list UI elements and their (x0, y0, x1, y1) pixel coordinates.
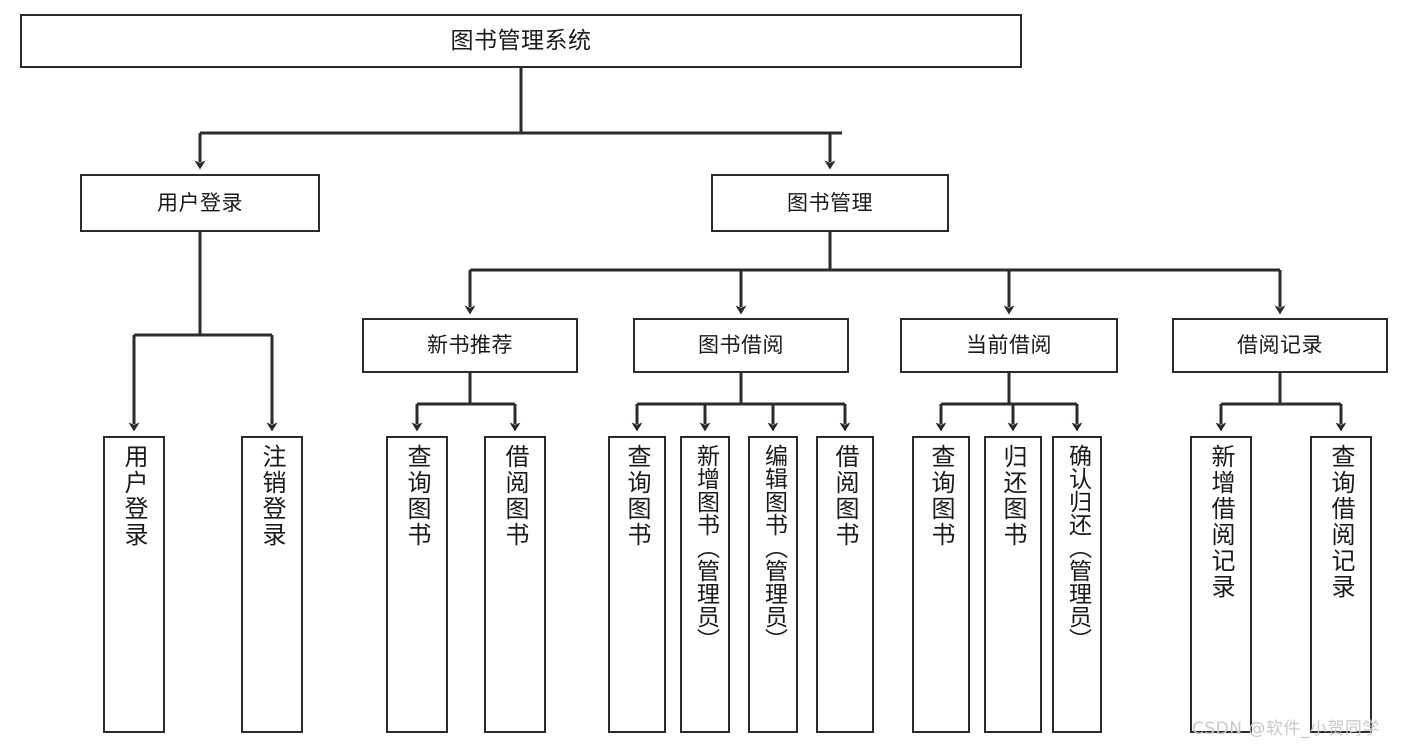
node-book-manage-label: 图书管理 (787, 190, 873, 215)
node-leaf-query-book-cur-label: 查询图书 (927, 444, 955, 548)
node-leaf-return-book-label: 归还图书 (999, 444, 1027, 548)
node-book-borrow-label: 图书借阅 (698, 333, 784, 358)
node-current-borrow[interactable]: 当前借阅 (900, 318, 1118, 373)
node-leaf-return-book[interactable]: 归还图书 (984, 436, 1042, 733)
node-leaf-borrow-book[interactable]: 借阅图书 (816, 436, 874, 733)
node-leaf-query-record[interactable]: 查询借阅记录 (1310, 436, 1372, 733)
node-leaf-query-book-borrow-label: 查询图书 (623, 444, 651, 548)
node-leaf-query-book-rec[interactable]: 查询图书 (386, 436, 448, 733)
node-leaf-query-book-borrow[interactable]: 查询图书 (608, 436, 666, 733)
node-leaf-query-record-label: 查询借阅记录 (1327, 444, 1355, 600)
node-leaf-edit-book[interactable]: 编辑图书（管理员） (748, 436, 798, 733)
node-leaf-query-book-cur[interactable]: 查询图书 (912, 436, 970, 733)
node-leaf-add-record[interactable]: 新增借阅记录 (1190, 436, 1252, 733)
node-leaf-add-book[interactable]: 新增图书（管理员） (680, 436, 730, 733)
node-leaf-add-record-label: 新增借阅记录 (1207, 444, 1235, 600)
node-borrow-record-label: 借阅记录 (1237, 333, 1323, 358)
node-leaf-user-login[interactable]: 用户登录 (103, 436, 165, 733)
node-leaf-confirm-return[interactable]: 确认归还（管理员） (1052, 436, 1102, 733)
node-book-borrow[interactable]: 图书借阅 (633, 318, 849, 373)
node-borrow-record[interactable]: 借阅记录 (1172, 318, 1388, 373)
node-leaf-logout-label: 注销登录 (258, 444, 286, 548)
node-user-login-label: 用户登录 (157, 190, 243, 215)
node-leaf-borrow-book-rec-label: 借阅图书 (501, 444, 529, 548)
node-new-book-rec-label: 新书推荐 (427, 333, 513, 358)
node-leaf-query-book-rec-label: 查询图书 (403, 444, 431, 548)
node-leaf-user-login-label: 用户登录 (120, 444, 148, 548)
node-leaf-borrow-book-rec[interactable]: 借阅图书 (484, 436, 546, 733)
node-root-label: 图书管理系统 (450, 27, 592, 54)
node-leaf-edit-book-label: 编辑图书（管理员） (760, 444, 787, 651)
node-leaf-confirm-return-label: 确认归还（管理员） (1064, 444, 1091, 651)
node-current-borrow-label: 当前借阅 (966, 333, 1052, 358)
node-new-book-rec[interactable]: 新书推荐 (362, 318, 578, 373)
csdn-watermark: CSDN @软件_小贺同学 (1192, 719, 1380, 739)
node-leaf-add-book-label: 新增图书（管理员） (692, 444, 719, 651)
node-user-login[interactable]: 用户登录 (80, 174, 320, 232)
node-root[interactable]: 图书管理系统 (20, 14, 1022, 68)
node-leaf-logout[interactable]: 注销登录 (241, 436, 303, 733)
node-book-manage[interactable]: 图书管理 (711, 174, 949, 232)
node-leaf-borrow-book-label: 借阅图书 (831, 444, 859, 548)
